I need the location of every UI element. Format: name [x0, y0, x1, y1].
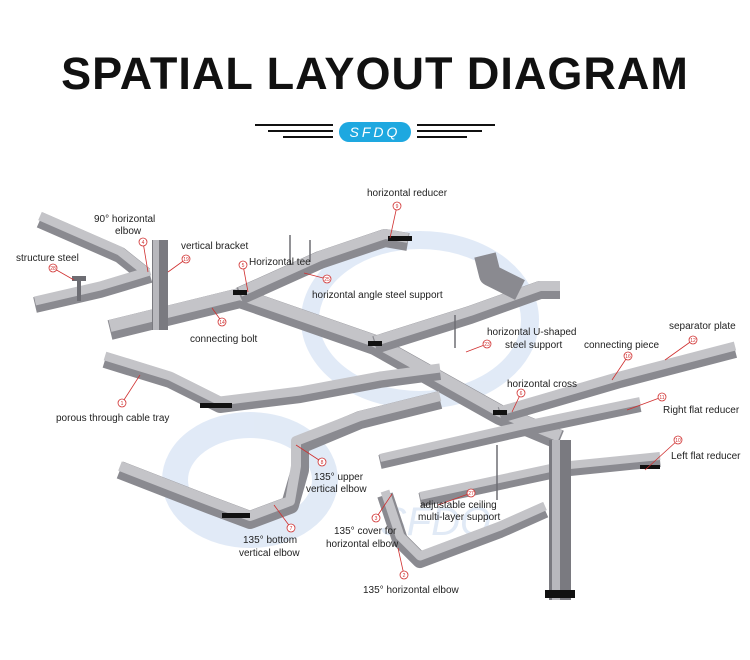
label-adjustable-ceiling-line2: multi-layer support: [418, 512, 500, 523]
label-135-bottom-line1: 135° bottom: [243, 535, 297, 546]
label-135-horizontal-elbow: 135° horizontal elbow: [363, 585, 460, 596]
label-horizontal-tee: Horizontal tee: [249, 257, 311, 268]
callout-number: 6: [520, 391, 523, 397]
callout-number: 8: [321, 460, 324, 466]
tray-vertical-drop: [549, 440, 571, 600]
callout-left-flat-reducer: 10 Left flat reducer: [671, 435, 741, 462]
callout-number: 19: [183, 257, 189, 263]
label-horizontal-reducer: horizontal reducer: [367, 188, 448, 199]
callout-135-horizontal-elbow: 2 135° horizontal elbow: [363, 570, 460, 596]
label-135-bottom-line2: vertical elbow: [239, 548, 300, 559]
callout-number: 12: [690, 338, 696, 344]
label-horizontal-angle-steel-support: horizontal angle steel support: [312, 290, 443, 301]
label-porous-through-cable-tray: porous through cable tray: [56, 413, 169, 424]
callout-separator-plate: 12 separator plate: [669, 321, 736, 345]
ceiling-supports: [289, 235, 498, 500]
callout-number: 10: [675, 438, 681, 444]
callout-porous-through-cable-tray: 1 porous through cable tray: [56, 398, 169, 424]
callout-number: 28: [50, 266, 56, 272]
callouts: 9 horizontal reducer 4 90° horizontal el…: [16, 188, 741, 596]
structure-steel: [72, 276, 86, 301]
callout-number: 1: [121, 401, 124, 407]
label-horizontal-u-shaped-line2: steel support: [505, 340, 562, 351]
tray-135-elbow-run: [116, 391, 443, 529]
brand-line-left-2: [268, 130, 333, 132]
label-adjustable-ceiling-line1: adjustable ceiling: [420, 500, 497, 511]
callout-135-bottom-vertical-elbow: 7 135° bottom vertical elbow: [239, 523, 300, 559]
label-horizontal-cross: horizontal cross: [507, 379, 577, 390]
tray-135-horizontal-elbow: [377, 489, 549, 568]
callout-adjustable-ceiling-multi-layer-support: 27 adjustable ceiling multi-layer suppor…: [418, 488, 500, 523]
callout-vertical-bracket: 19 vertical bracket: [181, 241, 248, 264]
callout-connecting-piece: 16 connecting piece: [584, 340, 659, 361]
label-structure-steel: structure steel: [16, 253, 79, 264]
callout-horizontal-u-shaped-steel-support: 23 horizontal U-shaped steel support: [482, 327, 577, 351]
callout-structure-steel: 28 structure steel: [16, 253, 79, 273]
label-connecting-piece: connecting piece: [584, 340, 659, 351]
callout-number: 23: [484, 342, 490, 348]
callout-number: 11: [659, 395, 664, 401]
label-90-horizontal-elbow-line1: 90° horizontal: [94, 214, 155, 225]
label-135-cover-line2: horizontal elbow: [326, 539, 399, 550]
brand-line-right-3: [417, 136, 467, 138]
label-vertical-bracket: vertical bracket: [181, 241, 248, 252]
tray-cross-to-u-turn: [372, 252, 560, 354]
vertical-bracket: [152, 240, 168, 330]
label-135-cover-line1: 135° cover for: [334, 526, 397, 537]
label-connecting-bolt: connecting bolt: [190, 334, 257, 345]
label-90-horizontal-elbow-line2: elbow: [115, 226, 142, 237]
tray-porous-through: [102, 351, 442, 413]
callout-horizontal-cross: 6 horizontal cross: [507, 379, 577, 398]
brand-logo: SFDQ: [339, 122, 411, 142]
brand-line-left-3: [283, 136, 333, 138]
callout-number: 2: [403, 573, 406, 579]
callout-number: 9: [396, 204, 399, 210]
label-135-upper-line2: vertical elbow: [306, 484, 367, 495]
label-separator-plate: separator plate: [669, 321, 736, 332]
tray-joints: [200, 236, 660, 598]
callout-horizontal-reducer: 9 horizontal reducer: [367, 188, 448, 211]
callout-number: 25: [324, 277, 330, 283]
tray-upper-left-elbow: [33, 211, 153, 313]
page-title: SPATIAL LAYOUT DIAGRAM: [61, 48, 689, 99]
label-horizontal-u-shaped-line1: horizontal U-shaped: [487, 327, 577, 338]
brand-banner: SFDQ: [0, 118, 750, 146]
brand-line-right-2: [417, 130, 482, 132]
brand-line-right-1: [417, 124, 495, 126]
brand-line-left-1: [255, 124, 333, 126]
callout-right-flat-reducer: 11 Right flat reducer: [657, 392, 740, 416]
label-right-flat-reducer: Right flat reducer: [663, 405, 740, 416]
callout-135-cover-horizontal-elbow: 3 135° cover for horizontal elbow: [326, 513, 399, 550]
callout-90-horizontal-elbow: 4 90° horizontal elbow: [94, 214, 155, 247]
callout-number: 14: [219, 320, 225, 326]
callout-horizontal-angle-steel-support: 25 horizontal angle steel support: [312, 274, 443, 301]
label-135-upper-line1: 135° upper: [314, 472, 364, 483]
callout-135-upper-vertical-elbow: 8 135° upper vertical elbow: [306, 457, 367, 495]
callout-number: 16: [625, 354, 631, 360]
label-left-flat-reducer: Left flat reducer: [671, 451, 741, 462]
callout-number: 5: [242, 263, 245, 269]
callout-number: 3: [375, 516, 378, 522]
callout-number: 4: [142, 240, 145, 246]
callout-connecting-bolt: 14 connecting bolt: [190, 317, 257, 345]
callout-number: 7: [290, 526, 293, 532]
callout-horizontal-tee: 5 Horizontal tee: [238, 257, 311, 270]
callout-number: 27: [468, 491, 474, 497]
